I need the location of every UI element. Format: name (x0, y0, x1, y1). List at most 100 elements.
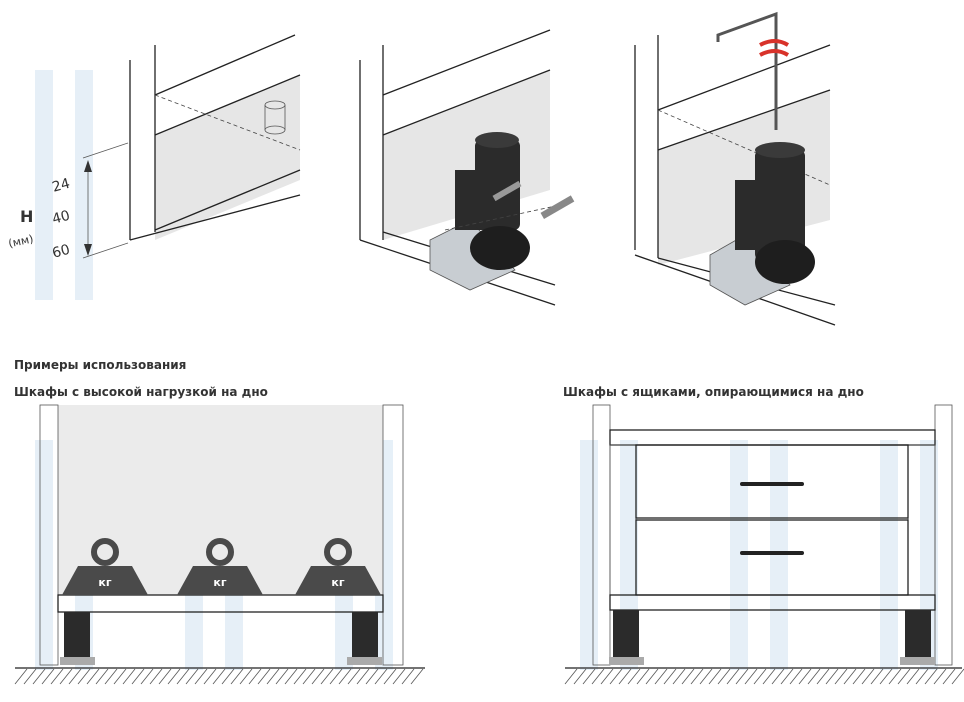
hatch-line (275, 668, 289, 685)
hatch-line (302, 668, 316, 685)
hatch-line (924, 668, 938, 685)
hatch-line (852, 668, 866, 685)
hatch-line (383, 668, 397, 685)
hatch-line (843, 668, 857, 685)
hatch-line (149, 668, 163, 685)
hatch-line (663, 668, 677, 685)
hatch-line (816, 668, 830, 685)
drawer-top (635, 444, 909, 519)
adjustment-diagram (634, 11, 836, 326)
hatch-line (627, 668, 641, 685)
hatch-line (23, 668, 37, 685)
mounting-diagram (359, 29, 575, 306)
hatch-line (699, 668, 713, 685)
hatch-line (392, 668, 406, 685)
hatch-line (59, 668, 73, 685)
hatch-line (194, 668, 208, 685)
hatch-line (320, 668, 334, 685)
hatch-line (95, 668, 109, 685)
screw-icon (540, 195, 575, 219)
hatch-line (690, 668, 704, 685)
hatch-line (158, 668, 172, 685)
hatch-line (68, 668, 82, 685)
hatch-line (717, 668, 731, 685)
drawer-handle (740, 551, 804, 555)
hatch-line (942, 668, 956, 685)
heavy-load-cabinet: кг кг кг (14, 404, 425, 685)
hatch-line (951, 668, 964, 685)
hatch-line (140, 668, 154, 685)
hatch-line (726, 668, 740, 685)
example-right-title: Шкафы с ящиками, опирающимися на дно (563, 385, 864, 399)
example-left-title: Шкафы с высокой нагрузкой на дно (14, 385, 268, 399)
hatch-line (798, 668, 812, 685)
hatch-line (266, 668, 280, 685)
hatch-line (77, 668, 91, 685)
hatch-line (284, 668, 298, 685)
leveler-foot (470, 226, 530, 270)
hatch-line (311, 668, 325, 685)
hatch-line (807, 668, 821, 685)
hatch-line (825, 668, 839, 685)
height-diagram: H (мм) 24 40 60 (7, 34, 301, 262)
drawer-cabinet (564, 404, 964, 685)
section-title: Примеры использования (14, 358, 187, 372)
hatch-line (14, 668, 28, 685)
hatch-line (401, 668, 415, 685)
hatch-line (86, 668, 100, 685)
height-value-40: 40 (50, 208, 71, 228)
floor-hatch (14, 668, 424, 685)
hatch-line (221, 668, 235, 685)
height-label: H (20, 207, 33, 226)
rotate-arrow-icon (759, 39, 790, 57)
hatch-line (32, 668, 46, 685)
weight-1: кг (62, 538, 148, 595)
height-unit: (мм) (7, 232, 34, 250)
hatch-line (708, 668, 722, 685)
hatch-line (167, 668, 181, 685)
hatch-line (338, 668, 352, 685)
hatch-line (41, 668, 55, 685)
weight-label: кг (98, 576, 111, 589)
hatch-line (329, 668, 343, 685)
hatch-line (870, 668, 884, 685)
hatch-line (600, 668, 614, 685)
hatch-line (879, 668, 893, 685)
hatch-line (410, 668, 424, 685)
hatch-line (347, 668, 361, 685)
hatch-line (861, 668, 875, 685)
hatch-line (230, 668, 244, 685)
leveler-foot-right (352, 612, 378, 657)
hatch-line (888, 668, 902, 685)
hatch-line (582, 668, 596, 685)
hatch-line (104, 668, 118, 685)
height-value-24: 24 (50, 176, 71, 196)
hatch-line (789, 668, 803, 685)
hatch-line (933, 668, 947, 685)
hatch-line (636, 668, 650, 685)
height-value-60: 60 (50, 242, 71, 262)
hatch-line (203, 668, 217, 685)
hatch-line (257, 668, 271, 685)
weight-label: кг (331, 576, 344, 589)
hatch-line (834, 668, 848, 685)
floor-hatch (564, 668, 964, 685)
hatch-line (897, 668, 911, 685)
hatch-line (618, 668, 632, 685)
hatch-line (735, 668, 749, 685)
hatch-line (744, 668, 758, 685)
weight-2: кг (177, 538, 263, 595)
hatch-line (753, 668, 767, 685)
hatch-line (573, 668, 587, 685)
hatch-line (122, 668, 136, 685)
hatch-line (654, 668, 668, 685)
hatch-line (131, 668, 145, 685)
hatch-line (365, 668, 379, 685)
hatch-line (906, 668, 920, 685)
hatch-line (771, 668, 785, 685)
hatch-line (293, 668, 307, 685)
weight-3: кг (295, 538, 381, 595)
hatch-line (672, 668, 686, 685)
hatch-line (50, 668, 64, 685)
